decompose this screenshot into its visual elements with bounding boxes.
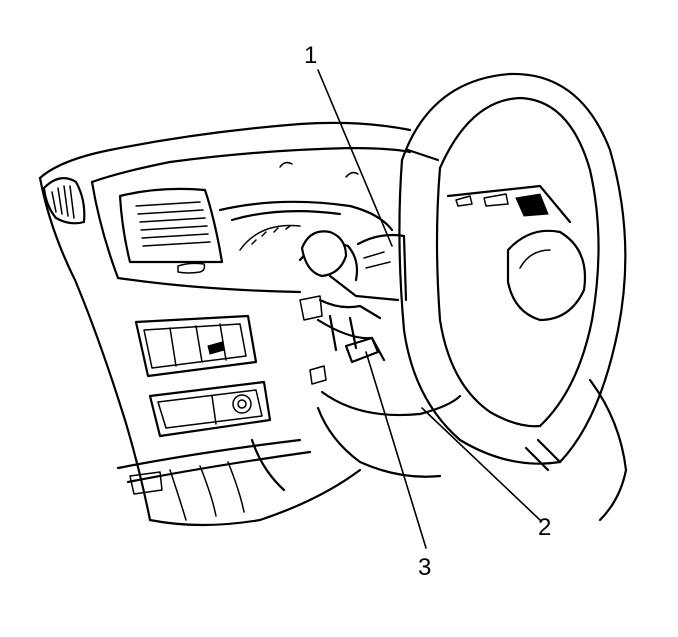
left-side-air-vent <box>42 177 86 225</box>
callout-label-3: 3 <box>418 554 432 581</box>
upper-switch-panel <box>134 314 258 378</box>
lower-dashboard <box>116 365 362 527</box>
steering-wheel <box>398 72 628 522</box>
leader-line-1 <box>317 69 393 247</box>
lower-switch-panel <box>148 380 272 438</box>
leader-line-2 <box>421 407 541 521</box>
callout-label-1: 1 <box>304 42 318 69</box>
dashboard-outline <box>38 121 412 522</box>
leader-line-3 <box>365 351 427 549</box>
center-air-vent <box>118 187 224 274</box>
steering-column <box>298 230 462 478</box>
callout-label-2: 2 <box>538 514 552 541</box>
